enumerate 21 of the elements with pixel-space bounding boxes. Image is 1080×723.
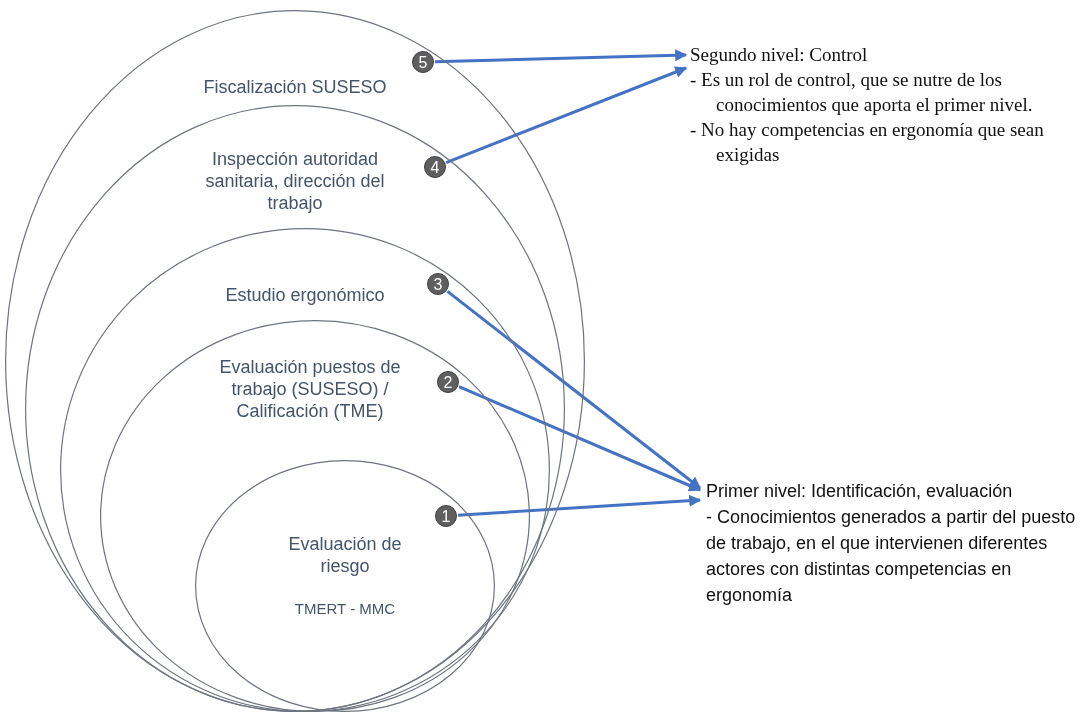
arrow [434,49,688,64]
heading-text: Primer nivel: Identificación, evaluación [706,480,1014,503]
number-badge: 4 [424,156,446,178]
number-badge: 1 [435,505,457,527]
bullet-text: - Es un rol de control, que se nutre de los conocimientos que aporta el primer nivel. [690,68,1034,117]
arrow [457,494,702,517]
ring-label: TMERT - MMC [293,599,397,619]
arrow [446,290,701,490]
number-badge: 5 [412,51,434,73]
arrow [458,385,702,492]
ring-label: Evaluación puestos de trabajo (SUSESO) / Calificación (TME) [218,356,402,422]
number-badge: 2 [437,371,459,393]
heading-text: Segundo nivel: Control [690,43,869,67]
bullet-text: - No hay competencias en ergonomía que sean exigidas [690,118,1045,167]
bullet-text: - Conocimientos generados a partir del puesto de trabajo, en el que intervienen diferentes actores con distintas competencias en ergonomía [706,506,1076,607]
ring-label: Inspección autoridad sanitaria, dirección del trabajo [204,148,386,214]
ring-label: Fiscalización SUSESO [202,76,388,98]
arrow [445,66,688,164]
number-badge: 3 [427,273,449,295]
ring-label: Evaluación de riesgo [287,533,403,577]
ring-label: Estudio ergonómico [224,284,386,306]
